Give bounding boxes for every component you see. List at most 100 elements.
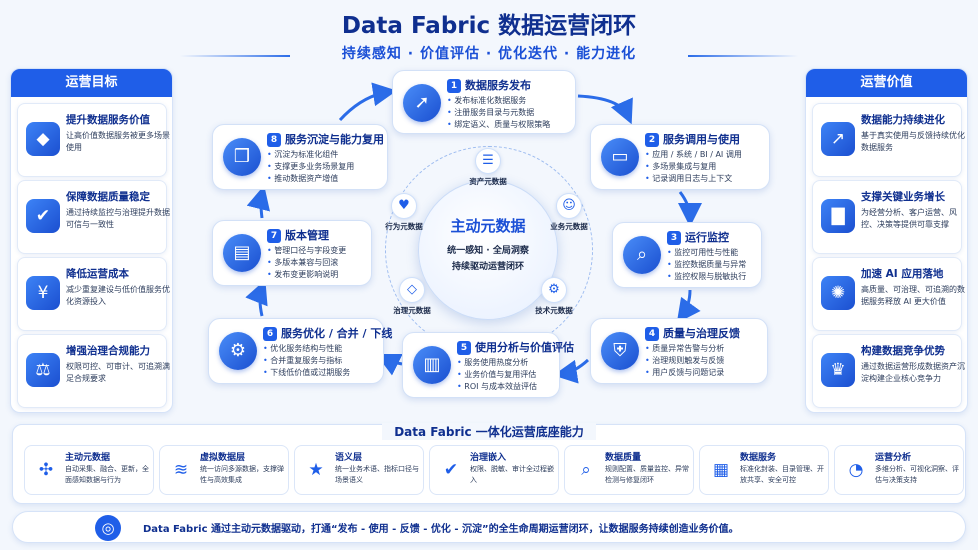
node-label: 技术元数据 [535, 306, 573, 315]
capability-desc: 权限、脱敏、审计全过程嵌入 [470, 465, 554, 484]
goal-title: 增强治理合规能力 [66, 345, 150, 357]
hub-title: 主动元数据 [450, 217, 526, 235]
users-icon: ☺ [556, 193, 582, 219]
arrow-4-to-5 [553, 358, 590, 384]
goals-panel: 运营目标 ◆ 提升数据服务价值 让高价值数据服务被更多场景使用 ✔ 保障数据质量… [10, 68, 173, 413]
arrow-8-to-1 [338, 82, 397, 122]
goal-title: 降低运营成本 [66, 268, 129, 280]
step-bullet: 质量异常告警与分析 [645, 343, 724, 355]
value-item: ✺ 加速 AI 应用落地 高质量、可治理、可追溯的数据服务释放 AI 更大价值 [812, 257, 965, 331]
footer-banner: ◎ Data Fabric 通过主动元数据驱动，打通“发布 - 使用 - 反馈 … [12, 511, 966, 543]
goal-item: ✔ 保障数据质量稳定 通过持续监控与治理提升数据可信与一致性 [17, 180, 170, 254]
arrow-2-to-3 [677, 191, 702, 227]
capability-desc: 统一业务术语、指标口径与场景语义 [335, 465, 419, 484]
step-bullet: 合并重复服务与指标 [263, 355, 350, 367]
step-bullets: 服务使用热度分析 业务价值与复用评估 ROI 与成本效益评估 [457, 357, 537, 393]
value-title: 支撑关键业务增长 [861, 191, 945, 203]
value-item: ▇ 支撑关键业务增长 为经营分析、客户运营、风控、决策等提供可靠支撑 [812, 180, 962, 254]
step-number: 8 [267, 133, 281, 147]
shield-check-icon: ✔ [443, 460, 459, 480]
capability-title: 虚拟数据层 [200, 453, 246, 463]
step-bullet: 沉淀为标准化组件 [267, 149, 354, 161]
step-bullets: 优化服务结构与性能 合并重复服务与指标 下线低价值或过期服务 [263, 343, 350, 379]
arrow-1-to-2 [577, 94, 633, 125]
value-desc: 通过数据运营形成数据资产沉淀构建企业核心竞争力 [861, 362, 965, 383]
values-panel: 运营价值 ↗ 数据能力持续进化 基于真实使用与反馈持续优化数据服务 ▇ 支撑关键… [805, 68, 968, 413]
capability-title: 治理嵌入 [470, 453, 507, 463]
value-item: ♛ 构建数据竞争优势 通过数据运营形成数据资产沉淀构建企业核心竞争力 [812, 334, 965, 408]
step-title-text: 版本管理 [285, 229, 329, 242]
node-label: 资产元数据 [469, 177, 507, 186]
bookmark-icon: ★ [308, 460, 324, 480]
active-metadata-hub: 主动元数据 统一感知 · 全局洞察 持续驱动运营闭环 [418, 180, 558, 320]
capability-item: ◔ 运营分析 多维分析、可视化洞察、评估与决策支持 [834, 445, 964, 495]
page-subtitle: 持续感知 · 价值评估 · 优化迭代 · 能力进化 [341, 46, 637, 62]
value-desc: 基于真实使用与反馈持续优化数据服务 [861, 131, 965, 152]
goal-desc: 权限可控、可审计、可追溯满足合规要求 [66, 362, 170, 383]
metadata-node: ☺ 业务元数据 [541, 193, 597, 232]
trophy-icon: ♛ [821, 353, 855, 387]
cube-icon: ❒ [223, 138, 261, 176]
value-item: ↗ 数据能力持续进化 基于真实使用与反馈持续优化数据服务 [812, 103, 965, 177]
arrow-5-to-6 [375, 353, 403, 376]
value-title: 构建数据竞争优势 [861, 345, 945, 357]
step-title-text: 服务调用与使用 [663, 133, 740, 146]
step-bullet: 注册服务目录与元数据 [447, 107, 550, 119]
step-bullet: 服务使用热度分析 [457, 357, 537, 369]
gear-icon: ⚙ [219, 332, 257, 370]
magnify-pulse-icon: ⌕ [623, 236, 661, 274]
step-bullet: 应用 / 系统 / BI / AI 调用 [645, 149, 742, 161]
goal-title: 提升数据服务价值 [66, 114, 150, 126]
step-title-text: 质量与治理反馈 [663, 327, 740, 340]
monitor-icon: ▭ [601, 138, 639, 176]
shield-icon: ◇ [399, 277, 425, 303]
document-gear-icon: ▤ [223, 234, 261, 272]
goal-title: 保障数据质量稳定 [66, 191, 150, 203]
goal-item: ⚖ 增强治理合规能力 权限可控、可审计、可追溯满足合规要求 [17, 334, 170, 408]
coins-icon: ¥ [26, 276, 60, 310]
step-number: 3 [667, 231, 681, 245]
bar-chart-icon: ▥ [413, 346, 451, 384]
capability-title: 语义层 [335, 453, 363, 463]
capability-desc: 自动采集、融合、更新，全面感知数据与行为 [65, 465, 149, 484]
step-bullet: 多场景集成与复用 [645, 161, 742, 173]
capability-item: ✔ 治理嵌入 权限、脱敏、审计全过程嵌入 [429, 445, 559, 495]
goal-desc: 让高价值数据服务被更多场景使用 [66, 131, 170, 152]
chip-icon: ⚙ [541, 277, 567, 303]
capability-desc: 多维分析、可视化洞察、评估与决策支持 [875, 465, 959, 484]
page-title: Data Fabric 数据运营闭环 [341, 13, 637, 39]
capability-item: ▦ 数据服务 标准化封装、目录管理、开放共享、安全可控 [699, 445, 829, 495]
capability-desc: 标准化封装、目录管理、开放共享、安全可控 [740, 465, 824, 484]
node-label: 治理元数据 [393, 306, 431, 315]
goals-heading: 运营目标 [11, 69, 172, 97]
metadata-node: ◇ 治理元数据 [384, 277, 440, 316]
step-bullets: 管理口径与字段变更 多版本兼容与回滚 发布变更影响说明 [267, 245, 346, 281]
grid-icon: ▦ [712, 460, 730, 480]
step-bullet: 记录调用日志与上下文 [645, 173, 742, 185]
step-bullet: 发布标准化数据服务 [447, 95, 550, 107]
value-title: 数据能力持续进化 [861, 114, 945, 126]
capability-item: ≋ 虚拟数据层 统一访问多源数据，支撑弹性与高效集成 [159, 445, 289, 495]
step-title-text: 服务沉淀与能力复用 [285, 133, 384, 146]
database-icon: ☰ [475, 148, 501, 174]
arrow-6-to-7 [245, 279, 268, 317]
step-title: 8 服务沉淀与能力复用 [267, 131, 384, 147]
arrow-3-to-4 [676, 289, 701, 324]
step-bullet: 用户反馈与问题记录 [645, 367, 724, 379]
metadata-node: ♥ 行为元数据 [376, 193, 432, 232]
step-bullet: 治理规则触发与反馈 [645, 355, 724, 367]
step-bullet: 监控权限与脱敏执行 [667, 271, 746, 283]
step-bullets: 发布标准化数据服务 注册服务目录与元数据 绑定语义、质量与权限策略 [447, 95, 550, 131]
capability-item: ⌕ 数据质量 规则配置、质量监控、异常检测与修复闭环 [564, 445, 694, 495]
step-title-text: 使用分析与价值评估 [475, 341, 574, 354]
capability-title: 主动元数据 [65, 453, 111, 463]
step-title-text: 数据服务发布 [465, 79, 531, 92]
